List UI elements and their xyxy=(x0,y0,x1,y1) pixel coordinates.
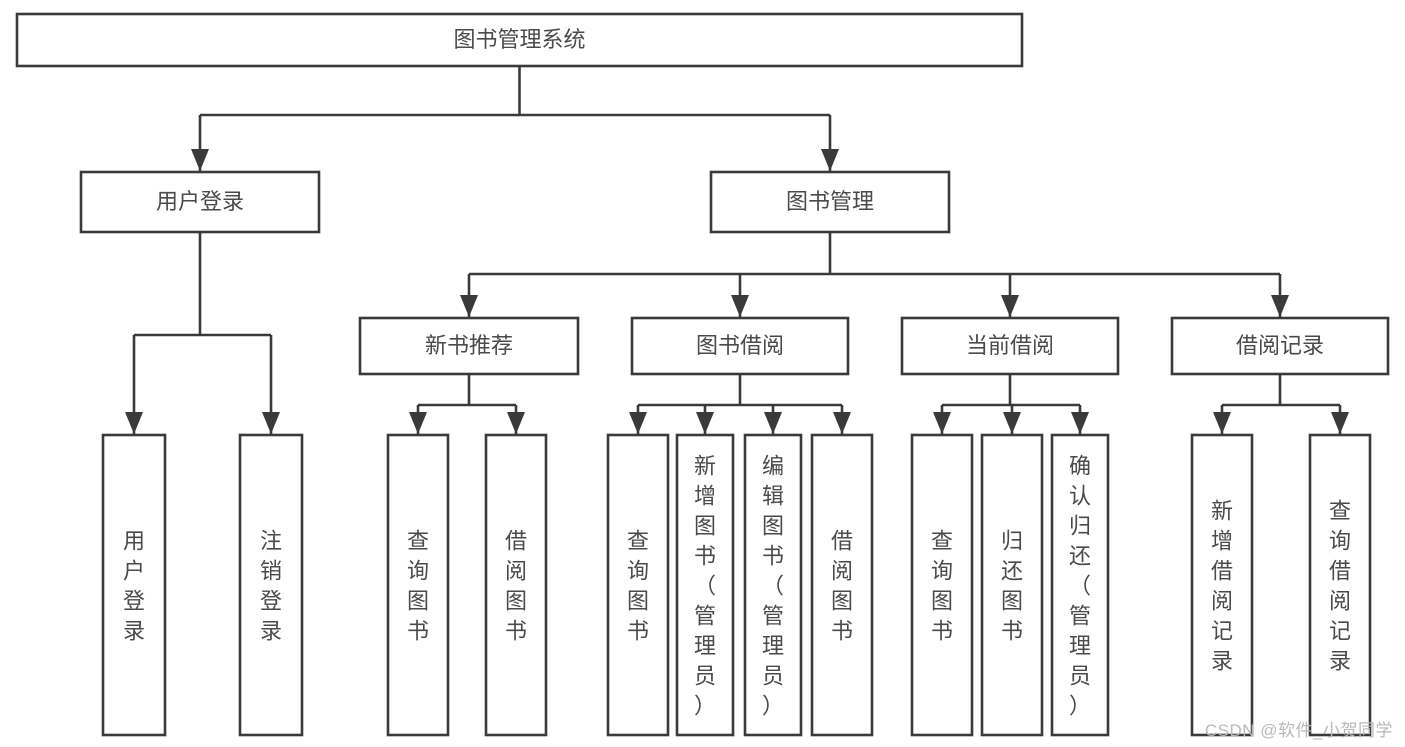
node-leaf_9[interactable]: 查询图书 xyxy=(910,433,974,737)
node-label: 查询图书 xyxy=(931,528,953,643)
node-label: 查询图书 xyxy=(627,528,649,643)
node-box xyxy=(630,316,850,376)
arrow-head-icon xyxy=(1213,412,1231,434)
node-root[interactable]: 图书管理系统 xyxy=(15,12,1024,68)
node-leaf_5[interactable]: 查询图书 xyxy=(606,433,670,737)
arrow-head-icon xyxy=(507,412,525,434)
node-label: 查询图书 xyxy=(407,528,429,643)
node-box xyxy=(606,433,670,737)
node-box xyxy=(238,433,304,737)
node-label: 借阅记录 xyxy=(1236,333,1324,358)
node-label: 新增图书（管理员） xyxy=(694,453,716,718)
node-t3_b[interactable]: 图书借阅 xyxy=(630,316,850,376)
arrow-head-icon xyxy=(1331,412,1349,434)
node-t3_d[interactable]: 借阅记录 xyxy=(1170,316,1390,376)
node-label: 当前借阅 xyxy=(966,333,1054,358)
arrow-head-icon xyxy=(1001,295,1019,317)
node-label: 注销登录 xyxy=(260,528,282,643)
node-box xyxy=(1308,433,1372,737)
node-label: 图书管理 xyxy=(786,189,874,214)
node-box xyxy=(1050,433,1110,737)
node-leaf_4[interactable]: 借阅图书 xyxy=(484,433,548,737)
arrow-head-icon xyxy=(696,412,714,434)
node-label: 编辑图书（管理员） xyxy=(762,453,784,718)
node-label: 用户登录 xyxy=(123,528,145,643)
node-leaf_8[interactable]: 借阅图书 xyxy=(810,433,874,737)
node-t3_c[interactable]: 当前借阅 xyxy=(900,316,1120,376)
node-box xyxy=(900,316,1120,376)
node-leaf_13[interactable]: 查询借阅记录 xyxy=(1308,433,1372,737)
connector-layer xyxy=(125,66,1349,434)
node-leaf_1[interactable]: 用户登录 xyxy=(101,433,167,737)
node-t2_b[interactable]: 图书管理 xyxy=(709,170,951,234)
node-box xyxy=(709,170,951,234)
arrow-head-icon xyxy=(731,295,749,317)
arrow-head-icon xyxy=(933,412,951,434)
node-box xyxy=(675,433,735,737)
node-box xyxy=(79,170,321,234)
arrow-head-icon xyxy=(1003,412,1021,434)
node-box xyxy=(101,433,167,737)
node-leaf_11[interactable]: 确认归还（管理员） xyxy=(1050,433,1110,737)
arrow-head-icon xyxy=(125,412,143,434)
node-box xyxy=(810,433,874,737)
node-box xyxy=(980,433,1044,737)
arrow-head-icon xyxy=(460,295,478,317)
node-box xyxy=(743,433,803,737)
node-box xyxy=(1170,316,1390,376)
node-box xyxy=(484,433,548,737)
node-leaf_7[interactable]: 编辑图书（管理员） xyxy=(743,433,803,737)
watermark-label: CSDN @软件_小贺同学 xyxy=(1204,721,1393,740)
arrow-head-icon xyxy=(833,412,851,434)
node-label: 新书推荐 xyxy=(425,333,513,358)
arrow-head-icon xyxy=(764,412,782,434)
node-t2_a[interactable]: 用户登录 xyxy=(79,170,321,234)
node-box xyxy=(1190,433,1254,737)
node-label: 借阅图书 xyxy=(505,528,527,643)
arrow-head-icon xyxy=(1071,412,1089,434)
node-box xyxy=(386,433,450,737)
node-label: 确认归还（管理员） xyxy=(1069,453,1091,718)
arrow-head-icon xyxy=(1271,295,1289,317)
arrow-head-icon xyxy=(262,412,280,434)
node-label: 图书借阅 xyxy=(696,333,784,358)
node-label: 新增借阅记录 xyxy=(1211,498,1233,673)
node-label: 借阅图书 xyxy=(831,528,853,643)
node-label: 用户登录 xyxy=(156,189,244,214)
node-box xyxy=(358,316,580,376)
arrow-head-icon xyxy=(629,412,647,434)
node-leaf_12[interactable]: 新增借阅记录 xyxy=(1190,433,1254,737)
node-box xyxy=(910,433,974,737)
node-leaf_2[interactable]: 注销登录 xyxy=(238,433,304,737)
node-label: 图书管理系统 xyxy=(453,27,585,52)
node-t3_a[interactable]: 新书推荐 xyxy=(358,316,580,376)
arrow-head-icon xyxy=(191,149,209,171)
node-box xyxy=(15,12,1024,68)
arrow-head-icon xyxy=(821,149,839,171)
arrow-head-icon xyxy=(409,412,427,434)
node-leaf_10[interactable]: 归还图书 xyxy=(980,433,1044,737)
node-leaf_6[interactable]: 新增图书（管理员） xyxy=(675,433,735,737)
node-layer: 图书管理系统用户登录图书管理新书推荐图书借阅当前借阅借阅记录用户登录注销登录查询… xyxy=(15,12,1390,737)
node-leaf_3[interactable]: 查询图书 xyxy=(386,433,450,737)
node-label: 归还图书 xyxy=(1001,528,1023,643)
node-label: 查询借阅记录 xyxy=(1329,498,1351,673)
